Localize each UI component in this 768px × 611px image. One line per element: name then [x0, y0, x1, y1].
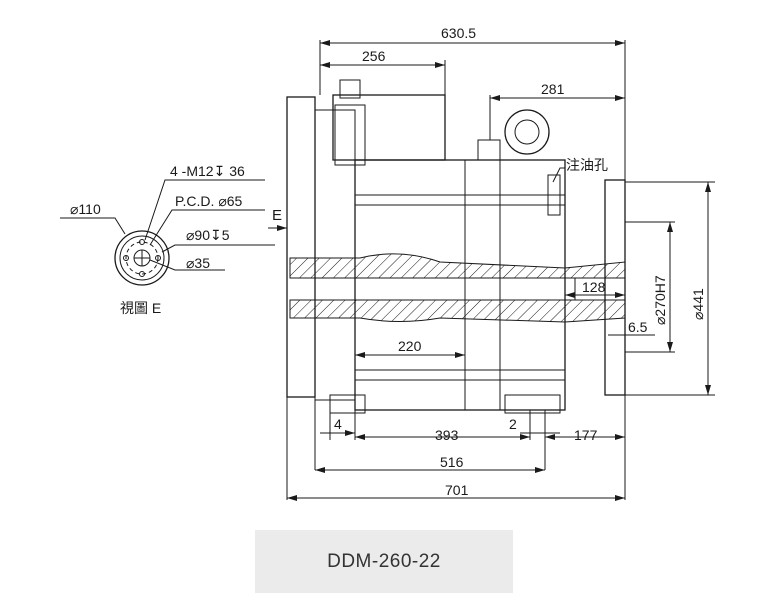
dim-128: 128 [582, 279, 606, 295]
dim-630-5: 630.5 [441, 25, 476, 41]
model-caption: DDM-260-22 [255, 530, 513, 593]
view-label: 視圖 E [120, 300, 161, 316]
lifting-ring [504, 109, 550, 155]
bore-dia-label: ⌀35 [186, 255, 210, 271]
dimension-lines: 630.5 256 281 注油孔 ⌀441 ⌀270H7 128 6.5 22… [287, 25, 715, 501]
dim-4: 4 [334, 416, 342, 432]
view-e-detail: ⌀110 4 -M12↧ 36 P.C.D. ⌀65 ⌀90↧5 ⌀35 視圖 … [60, 163, 287, 316]
counterbore-label: ⌀90↧5 [186, 227, 230, 243]
bolt-holes-label: 4 -M12↧ 36 [170, 163, 245, 179]
dim-177: 177 [574, 427, 598, 443]
right-flange [604, 179, 626, 396]
dim-6-5: 6.5 [628, 319, 648, 335]
dim-2: 2 [509, 416, 517, 432]
shaft-lower [289, 299, 626, 323]
dim-441: ⌀441 [690, 288, 706, 320]
dim-701: 701 [445, 482, 469, 498]
flange-dia-label: ⌀110 [70, 201, 101, 217]
pcd-label: P.C.D. ⌀65 [175, 193, 243, 209]
dim-281: 281 [541, 81, 565, 97]
oil-port-label: 注油孔 [566, 157, 608, 173]
shaft-upper [289, 253, 626, 279]
dim-516: 516 [440, 454, 464, 470]
dim-256: 256 [362, 48, 386, 64]
dim-270h7: ⌀270H7 [652, 275, 668, 325]
view-marker: E [272, 207, 282, 224]
dim-393: 393 [435, 427, 459, 443]
machine-body [286, 79, 626, 500]
dim-220: 220 [398, 338, 422, 354]
